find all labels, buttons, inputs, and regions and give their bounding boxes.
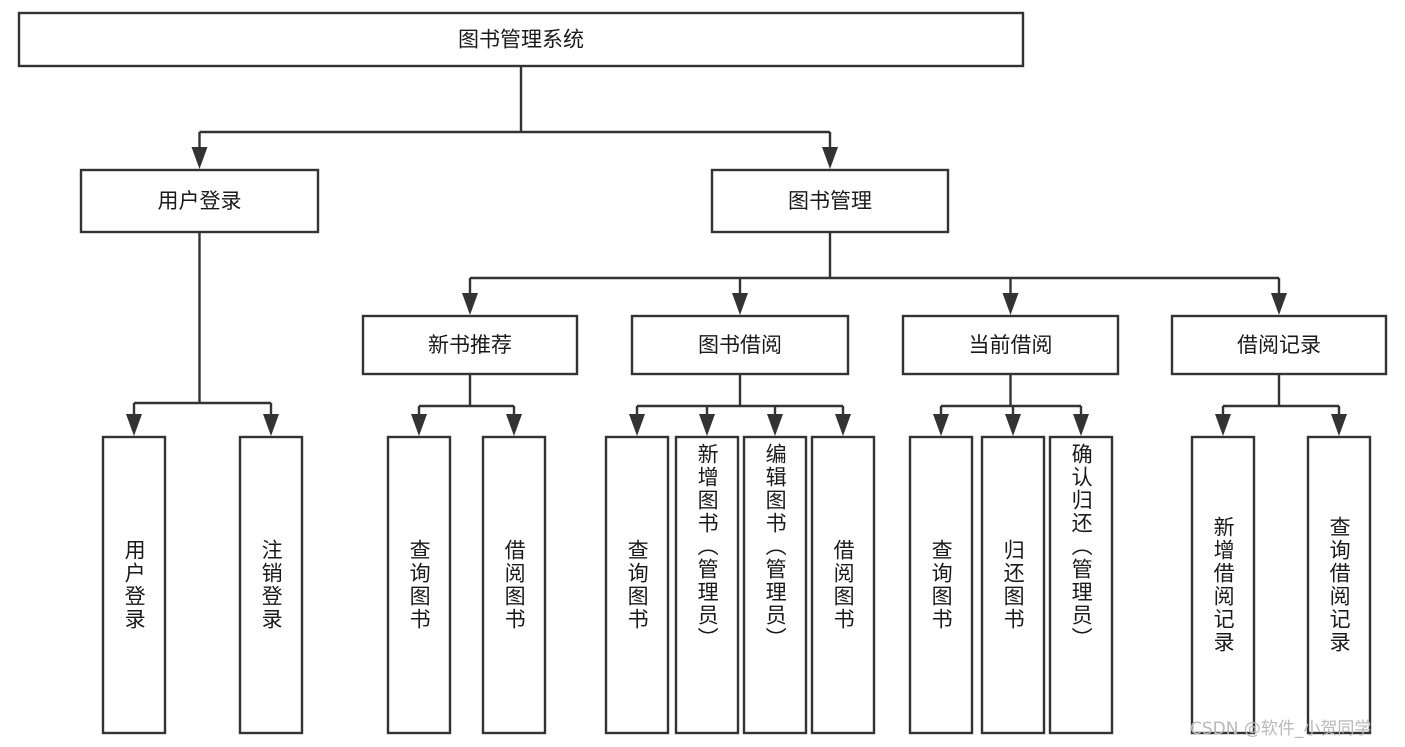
node-level2-1[interactable] — [710, 168, 950, 234]
leaf-user_login-0[interactable] — [101, 435, 167, 735]
leaf-book_borrow-3[interactable] — [810, 435, 876, 735]
watermark: CSDN @软件_小贺同学 — [1190, 719, 1372, 739]
leaf-book_borrow-2[interactable] — [742, 435, 808, 735]
leaf-current_borrow-1[interactable] — [980, 435, 1046, 735]
node-level3-2[interactable] — [901, 314, 1120, 376]
leaf-borrow_record-1[interactable] — [1306, 435, 1372, 735]
leaf-book_borrow-1[interactable] — [674, 435, 740, 735]
leaf-current_borrow-0[interactable] — [908, 435, 974, 735]
node-level3-label-3: 借阅记录 — [1237, 333, 1321, 357]
node-level3-0[interactable] — [361, 314, 579, 376]
node-level2-label-1: 图书管理 — [788, 189, 872, 213]
leaf-current_borrow-2[interactable] — [1048, 435, 1114, 735]
connectors-layer — [126, 66, 1347, 436]
node-level3-3[interactable] — [1170, 314, 1388, 376]
leaf-new_book_recommend-1[interactable] — [481, 435, 547, 735]
node-level2-label-0: 用户登录 — [158, 189, 242, 213]
leaf-new_book_recommend-0[interactable] — [386, 435, 452, 735]
node-level3-label-1: 图书借阅 — [698, 333, 782, 357]
node-level3-label-2: 当前借阅 — [969, 333, 1053, 357]
node-level3-label-0: 新书推荐 — [428, 333, 512, 357]
leaf-user_login-1[interactable] — [238, 435, 304, 735]
boxes-layer — [17, 11, 1388, 735]
node-root[interactable] — [17, 11, 1025, 68]
leaf-book_borrow-0[interactable] — [604, 435, 670, 735]
node-level2-0[interactable] — [79, 168, 320, 234]
node-root-label: 图书管理系统 — [458, 28, 584, 52]
node-level3-1[interactable] — [630, 314, 850, 376]
leaf-borrow_record-0[interactable] — [1190, 435, 1256, 735]
